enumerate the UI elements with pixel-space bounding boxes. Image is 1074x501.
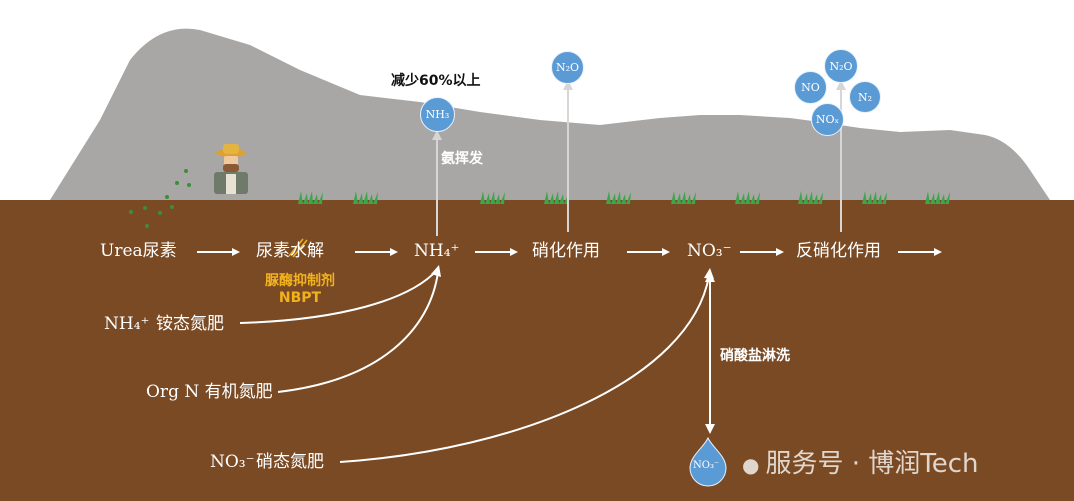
nh4-center-label: NH₄⁺ <box>414 241 460 261</box>
mountain <box>50 28 1050 200</box>
wechat-icon: ● <box>742 453 760 477</box>
soil <box>0 200 1074 501</box>
nitrate-fertilizer-formula: NO₃⁻ <box>210 452 255 472</box>
ammonium-fertilizer-label: 铵态氮肥 <box>156 314 224 334</box>
water-drop <box>689 436 727 487</box>
ammonium-fertilizer-formula: NH₄⁺ <box>104 314 150 334</box>
no3-drop-label: NO₃⁻ <box>693 460 720 471</box>
inhibitor-strike-icon <box>288 238 308 258</box>
n2-bubble: N₂ <box>849 81 881 113</box>
grass-tufts <box>298 191 950 204</box>
nitrification-label: 硝化作用 <box>532 241 600 261</box>
organic-fertilizer-label: Org N 有机氮肥 <box>146 382 273 402</box>
inhibitor-nbpt-label: NBPT <box>278 290 322 306</box>
leaching-label: 硝酸盐淋洗 <box>720 348 790 364</box>
nitrate-fertilizer-label: 硝态氮肥 <box>256 452 324 472</box>
denitrification-label: 反硝化作用 <box>796 241 881 261</box>
inhibitor-label: 脲酶抑制剂 <box>265 273 335 289</box>
farmer-icon <box>214 144 248 194</box>
n2o-bubble: N₂O <box>551 51 584 84</box>
fertilizer-granules <box>129 169 191 228</box>
volatilization-label: 氨挥发 <box>441 151 483 167</box>
nh3-bubble: NH₃ <box>420 97 455 132</box>
watermark: ●服务号 · 博润Tech <box>742 443 978 480</box>
n2o-denitrification-bubble: N₂O <box>824 49 858 83</box>
no3-center-label: NO₃⁻ <box>687 241 732 261</box>
nox-bubble: NOₓ <box>811 103 844 136</box>
reduction-note: 减少60%以上 <box>391 73 481 89</box>
fertilizer-input-arrows <box>239 269 710 463</box>
urea-label: Urea尿素 <box>100 241 177 261</box>
process-arrows <box>197 248 942 256</box>
hydrolysis-label: 尿素水解 <box>256 241 324 261</box>
watermark-text: 服务号 · 博润Tech <box>765 449 979 479</box>
no-bubble: NO <box>794 71 827 104</box>
